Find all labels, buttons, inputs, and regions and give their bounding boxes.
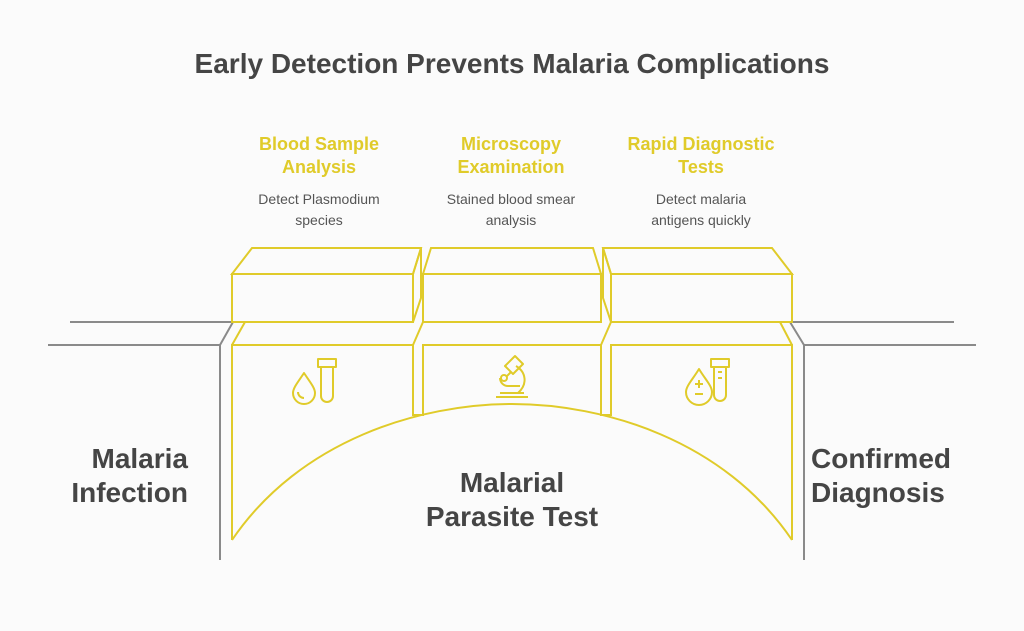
right-label: Confirmed Diagnosis: [811, 442, 981, 510]
step-2-heading-line1: Microscopy: [460, 134, 562, 154]
step-1-desc-line2: species: [295, 212, 343, 228]
left-label-line1: Malaria: [91, 443, 189, 474]
step-3-desc-line2: antigens quickly: [651, 212, 751, 228]
center-label: Malarial Parasite Test: [362, 466, 662, 534]
center-label-line2: Parasite Test: [425, 501, 599, 532]
left-label-line2: Infection: [71, 477, 188, 508]
left-label: Malaria Infection: [60, 442, 188, 510]
step-2-desc-line1: Stained blood smear: [446, 191, 576, 207]
step-1-heading-line1: Blood Sample: [258, 134, 379, 154]
step-3-heading-line2: Tests: [678, 157, 724, 177]
step-2-desc-line2: analysis: [485, 212, 537, 228]
step-2-description: Stained blood smear analysis: [411, 189, 611, 231]
step-1-heading: Blood Sample Analysis: [219, 133, 419, 179]
bridge-arch: [231, 321, 793, 541]
step-3-description: Detect malaria antigens quickly: [601, 189, 801, 231]
step-3-heading-line1: Rapid Diagnostic: [627, 134, 775, 154]
microscope-icon: [496, 355, 528, 398]
step-2-heading: Microscopy Examination: [411, 133, 611, 179]
right-label-line1: Confirmed: [811, 443, 951, 474]
step-1-heading-line2: Analysis: [281, 157, 357, 177]
step-2-heading-line2: Examination: [457, 157, 565, 177]
right-label-line2: Diagnosis: [811, 477, 945, 508]
center-label-line1: Malarial: [459, 467, 565, 498]
bridge-blocks: [229, 247, 795, 323]
blood-drop-test-tube-icon: [292, 358, 337, 405]
ground-lines: [48, 321, 976, 560]
plus-minus-drop-test-tube-icon: [685, 358, 730, 406]
step-3-desc-line1: Detect malaria: [655, 191, 747, 207]
step-1-description: Detect Plasmodium species: [219, 189, 419, 231]
page-title: Early Detection Prevents Malaria Complic…: [194, 48, 830, 79]
step-3-heading: Rapid Diagnostic Tests: [601, 133, 801, 179]
step-1-desc-line1: Detect Plasmodium: [258, 191, 380, 207]
